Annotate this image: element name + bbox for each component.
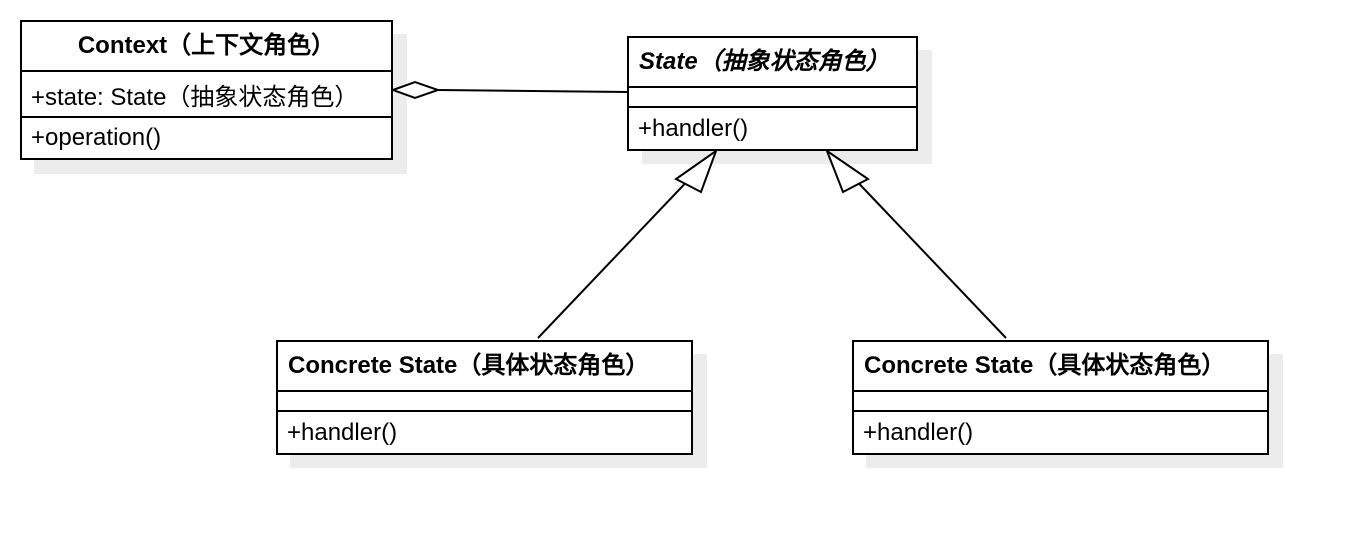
class-context-attribute: +state: State（抽象状态角色） [22,72,391,118]
class-context-operation: +operation() [31,124,162,151]
class-concrete-state-b-operation: +handler() [863,418,974,446]
class-concrete-state-a-operation: +handler() [287,418,398,446]
aggregation-context-state [390,80,628,100]
generalization-concrete-b-state [824,148,1007,339]
generalization-concrete-a-state [537,148,719,339]
inheritance-arrowhead [674,148,719,194]
aggregation-diamond [390,80,442,100]
inheritance-arrowhead [824,148,870,194]
class-concrete-state-b[interactable]: Concrete State（具体状态角色） +handler() [852,340,1269,455]
class-concrete-state-a-name: Concrete State（具体状态角色） [278,342,691,392]
class-state-name: State（抽象状态角色） [629,38,916,88]
class-context[interactable]: Context（上下文角色） +state: State（抽象状态角色） +op… [20,20,393,160]
class-concrete-state-b-attributes [854,392,1267,412]
class-state-operation: +handler() [638,114,749,142]
class-concrete-state-a-attributes [278,392,691,412]
class-context-name: Context（上下文角色） [22,22,391,72]
class-state[interactable]: State（抽象状态角色） +handler() [627,36,918,151]
class-state-attributes [629,88,916,108]
class-concrete-state-b-name: Concrete State（具体状态角色） [854,342,1267,392]
class-concrete-state-a[interactable]: Concrete State（具体状态角色） +handler() [276,340,693,455]
